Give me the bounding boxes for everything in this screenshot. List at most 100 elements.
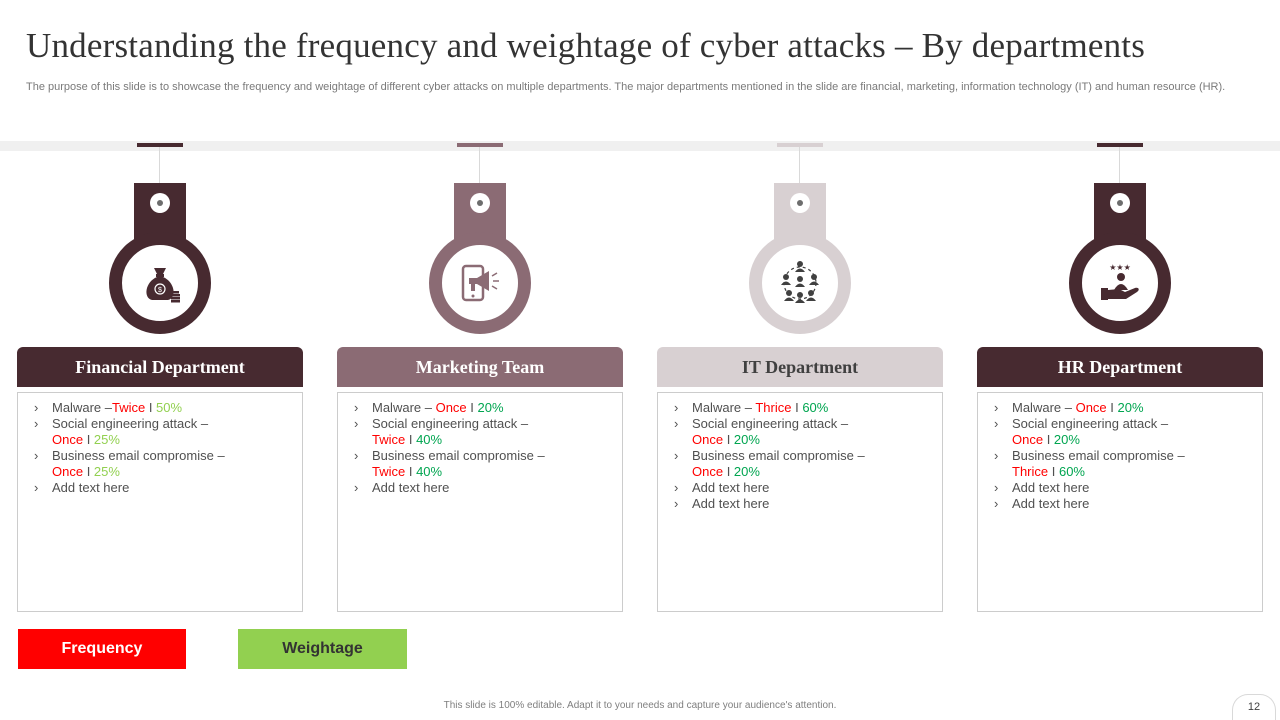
attack-label: Add text here [372, 480, 450, 495]
weightage-value: 50% [156, 400, 183, 415]
weightage-value: 20% [1053, 432, 1080, 447]
department-details-box: Malware – Thrice I 60%Social engineering… [657, 392, 943, 612]
attack-item: Add text here [34, 480, 292, 496]
separator: I [145, 400, 157, 415]
attack-label: Malware – [372, 400, 436, 415]
department-title: IT Department [657, 347, 943, 387]
attack-label: Social engineering attack – [1012, 416, 1169, 431]
attack-label: Malware – [692, 400, 756, 415]
attack-item: Social engineering attack –Once I 20% [994, 416, 1252, 448]
attack-item: Business email compromise –Thrice I 60% [994, 448, 1252, 480]
attack-label: Social engineering attack – [52, 416, 209, 431]
attack-item: Business email compromise –Once I 25% [34, 448, 292, 480]
weightage-value: 25% [93, 464, 120, 479]
hand-person-stars-icon: ★★★ [1095, 258, 1145, 308]
svg-text:★★★: ★★★ [1109, 263, 1131, 272]
department-card: IT DepartmentMalware – Thrice I 60%Socia… [657, 0, 945, 620]
attack-label: Malware – [1012, 400, 1076, 415]
attack-item: Add text here [994, 496, 1252, 512]
frequency-value: Once [52, 464, 84, 479]
attack-item: Add text here [674, 496, 932, 512]
attack-item: Social engineering attack –Once I 25% [34, 416, 292, 448]
attack-label: Business email compromise – [1012, 448, 1185, 463]
weightage-value: 20% [1117, 400, 1144, 415]
attack-label: Add text here [52, 480, 130, 495]
attack-item: Add text here [354, 480, 612, 496]
slide-subtitle: The purpose of this slide is to showcase… [26, 81, 1226, 93]
separator: I [723, 432, 734, 447]
frequency-value: Once [1012, 432, 1044, 447]
attack-label: Business email compromise – [52, 448, 225, 463]
team-network-icon [775, 258, 825, 308]
department-title: HR Department [977, 347, 1263, 387]
attack-item: Add text here [994, 480, 1252, 496]
frequency-value: Once [1075, 400, 1107, 415]
attack-item: Malware – Once I 20% [354, 400, 612, 416]
attack-label: Social engineering attack – [692, 416, 849, 431]
money-bag-icon: $ [135, 258, 185, 308]
attack-item: Business email compromise –Twice I 40% [354, 448, 612, 480]
attack-item: Add text here [674, 480, 932, 496]
department-card: Marketing TeamMalware – Once I 20%Social… [337, 0, 625, 620]
attack-item: Malware – Thrice I 60% [674, 400, 932, 416]
phone-megaphone-icon [455, 258, 505, 308]
weightage-value: 25% [93, 432, 120, 447]
connector-line [159, 147, 160, 192]
attack-label: Business email compromise – [372, 448, 545, 463]
top-band [0, 141, 1280, 151]
weightage-value: 20% [733, 464, 760, 479]
separator: I [791, 400, 803, 415]
separator: I [1106, 400, 1118, 415]
separator: I [83, 432, 94, 447]
frequency-value: Once [692, 464, 724, 479]
attack-list: Malware –Twice I 50%Social engineering a… [18, 393, 302, 496]
attack-item: Business email compromise –Once I 20% [674, 448, 932, 480]
attack-label: Add text here [1012, 496, 1090, 511]
department-details-box: Malware – Once I 20%Social engineering a… [337, 392, 623, 612]
attack-item: Malware – Once I 20% [994, 400, 1252, 416]
connector-cap [137, 143, 183, 147]
frequency-value: Once [692, 432, 724, 447]
attack-list: Malware – Thrice I 60%Social engineering… [658, 393, 942, 512]
connector-line [479, 147, 480, 192]
hanger-hole [1110, 193, 1130, 213]
slide-title: Understanding the frequency and weightag… [26, 26, 1146, 65]
attack-list: Malware – Once I 20% Social engineering … [978, 393, 1262, 512]
hanger-hole [150, 193, 170, 213]
attack-label: Add text here [1012, 480, 1090, 495]
department-details-box: Malware –Twice I 50%Social engineering a… [17, 392, 303, 612]
page-number: 12 [1232, 694, 1276, 720]
department-card: ★★★ HR DepartmentMalware – Once I 20% Soc… [977, 0, 1265, 620]
attack-label: Social engineering attack – [372, 416, 529, 431]
separator: I [1043, 432, 1054, 447]
svg-text:$: $ [158, 287, 162, 294]
weightage-value: 20% [477, 400, 504, 415]
frequency-value: Once [435, 400, 467, 415]
connector-line [799, 147, 800, 192]
weightage-legend: Weightage [238, 629, 407, 669]
weightage-value: 60% [1058, 464, 1085, 479]
frequency-legend: Frequency [18, 629, 186, 669]
separator: I [1048, 464, 1059, 479]
department-title: Financial Department [17, 347, 303, 387]
connector-cap [777, 143, 823, 147]
department-title: Marketing Team [337, 347, 623, 387]
frequency-value: Once [52, 432, 84, 447]
attack-label: Malware – [52, 400, 112, 415]
weightage-value: 20% [733, 432, 760, 447]
separator: I [723, 464, 734, 479]
connector-cap [457, 143, 503, 147]
attack-item: Malware –Twice I 50% [34, 400, 292, 416]
attack-label: Add text here [692, 496, 770, 511]
hanger-hole [790, 193, 810, 213]
department-details-box: Malware – Once I 20% Social engineering … [977, 392, 1263, 612]
department-card: $ Financial DepartmentMalware –Twice I 50… [17, 0, 305, 620]
weightage-value: 40% [416, 464, 443, 479]
frequency-value: Twice [372, 432, 406, 447]
separator: I [466, 400, 478, 415]
separator: I [405, 432, 417, 447]
hanger-hole [470, 193, 490, 213]
attack-item: Social engineering attack –Twice I 40% [354, 416, 612, 448]
attack-label: Add text here [692, 480, 770, 495]
attack-label: Business email compromise – [692, 448, 865, 463]
